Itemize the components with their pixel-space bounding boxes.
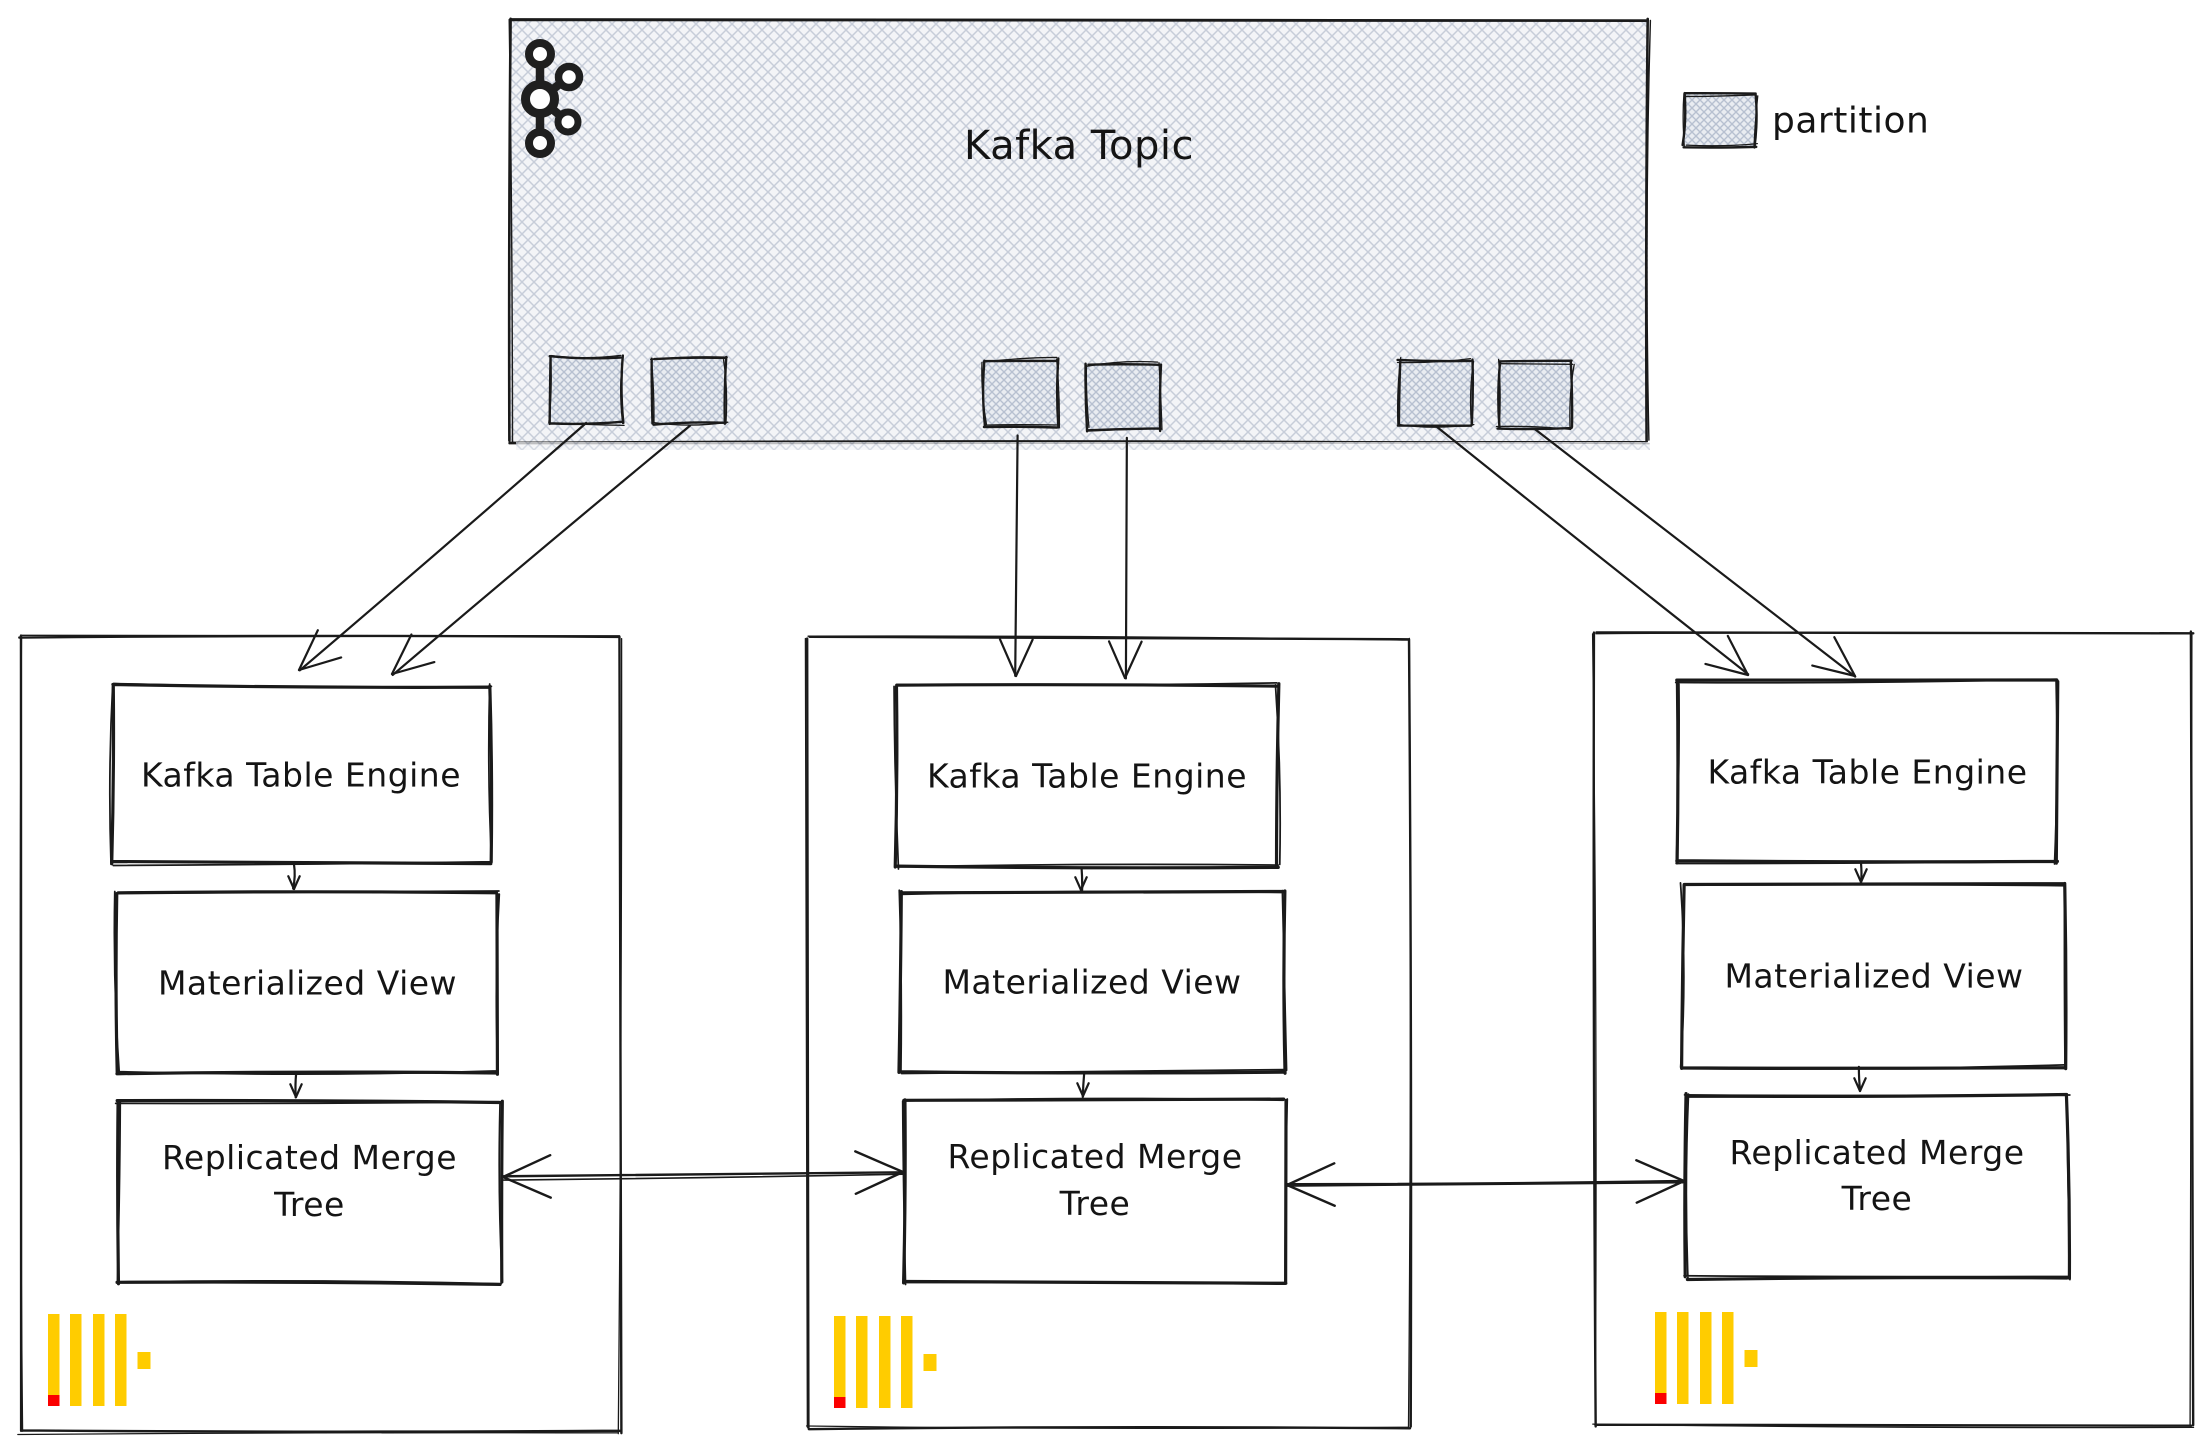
materialized-view-label: Materialized View [1724,956,2024,996]
replicated-merge-tree-label: Replicated Merge Tree [161,1138,458,1224]
replicated-merge-tree-box [901,1097,1289,1286]
partition-square [981,356,1061,429]
replicated-merge-tree-label: Replicated Merge Tree [1729,1132,2025,1219]
legend-partition-label: partition [1772,100,1930,142]
kafka-table-engine-box [893,682,1282,870]
partition-square [1396,356,1475,428]
partition-square [1495,358,1575,431]
kafka-table-engine-label: Kafka Table Engine [1707,752,2028,791]
kafka-table-engine-label: Kafka Table Engine [140,755,462,794]
clickhouse-logo-icon [834,1316,937,1408]
kafka-table-engine-label: Kafka Table Engine [926,756,1248,796]
partition-square [1084,360,1163,433]
kafka-table-engine-box [108,682,494,867]
partition-square [548,354,625,427]
materialized-view-label: Materialized View [157,963,458,1003]
partition-arrows [297,421,1857,680]
replicated-merge-tree-label: Replicated Merge Tree [947,1137,1243,1223]
materialized-view-label: Materialized View [942,962,1242,1002]
replicated-merge-tree-box [1683,1092,2072,1282]
kafka-logo-icon [521,39,584,158]
materialized-view-box [897,889,1288,1075]
replicated-merge-tree-box [114,1098,504,1287]
materialized-view-box [1679,881,2068,1071]
hatch-fringe [516,442,1650,450]
kafka-topic-title: Kafka Topic [964,123,1194,169]
materialized-view-box [113,890,501,1076]
kafka-table-engine-box [1674,678,2060,865]
clickhouse-logo-icon [48,1314,151,1406]
partition-square [650,355,729,426]
flow-arrows [287,861,1868,1099]
replication-arrows [500,1150,1686,1207]
legend-partition-swatch [1681,91,1759,149]
clickhouse-logo-icon [1655,1312,1758,1404]
